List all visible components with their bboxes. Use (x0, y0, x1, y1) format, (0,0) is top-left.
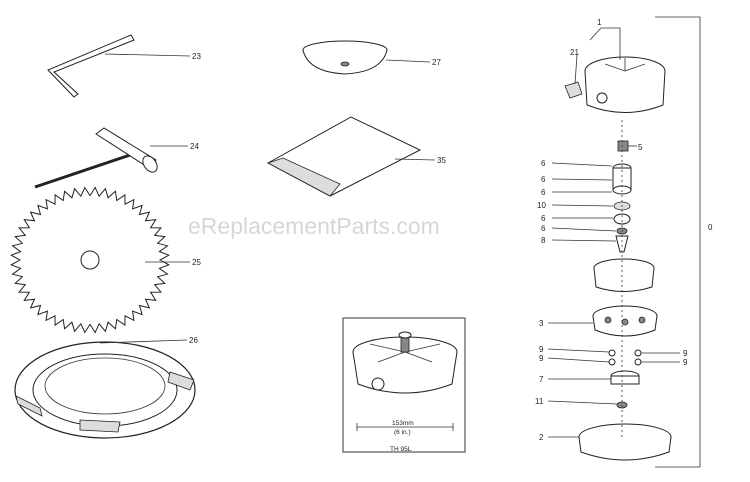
head-assembly (547, 16, 701, 468)
saw-blade-icon (10, 186, 190, 334)
callout-1: 1 (597, 18, 602, 27)
callout-23: 23 (192, 52, 201, 61)
callout-6e: 6 (541, 224, 546, 233)
callout-6d: 6 (541, 214, 546, 223)
callout-6a: 6 (541, 159, 546, 168)
inset-dimension-sub: (6 in.) (394, 429, 411, 436)
spark-plug-wrench-icon (34, 127, 188, 189)
cup-washer-icon (302, 40, 431, 75)
inset-dimension: 153mm (392, 420, 414, 427)
callout-35: 35 (437, 156, 446, 165)
inset-model: TH 95L (390, 446, 412, 453)
callout-21: 21 (570, 48, 579, 57)
instruction-sheet-icon (266, 116, 436, 197)
callout-8: 8 (541, 236, 546, 245)
callout-9d: 9 (683, 358, 688, 367)
callout-3: 3 (539, 319, 544, 328)
callout-24: 24 (190, 142, 199, 151)
callout-6b: 6 (541, 175, 546, 184)
callout-6c: 6 (541, 188, 546, 197)
callout-9b: 9 (539, 354, 544, 363)
callout-5: 5 (638, 143, 643, 152)
trimmer-head-icon (352, 331, 458, 394)
callout-9c: 9 (683, 349, 688, 358)
callout-27: 27 (432, 58, 441, 67)
callout-10: 10 (537, 201, 546, 210)
callout-25: 25 (192, 258, 201, 267)
watermark-text: eReplacementParts.com (188, 213, 440, 239)
callout-2: 2 (539, 433, 544, 442)
inset-box (342, 317, 466, 453)
callout-7: 7 (539, 375, 544, 384)
callout-11: 11 (535, 397, 544, 406)
guard-ring-icon (14, 339, 196, 439)
callout-9a: 9 (539, 345, 544, 354)
hex-key-icon (47, 34, 191, 98)
callout-0: 0 (708, 223, 713, 232)
callout-26: 26 (189, 336, 198, 345)
